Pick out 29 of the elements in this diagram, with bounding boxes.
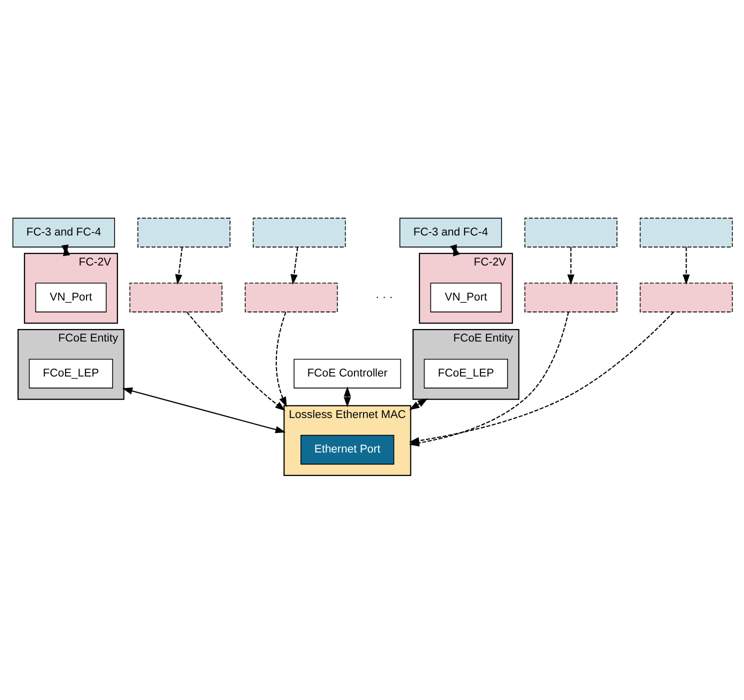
node-box: Ethernet Port <box>300 434 394 465</box>
node-box: VN_Port <box>35 282 107 312</box>
arrow <box>409 398 428 410</box>
arrow <box>682 247 690 285</box>
arrow <box>186 312 286 411</box>
node-box: FCoE Controller <box>294 358 402 388</box>
node-box <box>252 218 346 248</box>
arrow <box>567 247 574 285</box>
arrow <box>450 244 460 256</box>
label: · · · <box>376 291 393 304</box>
arrow <box>61 244 70 256</box>
node-box <box>244 282 338 312</box>
node-box <box>137 218 230 248</box>
node-box: FCoE_LEP <box>28 358 114 388</box>
node-box <box>524 218 618 248</box>
arrow <box>408 312 674 444</box>
node-box <box>640 282 733 312</box>
arrow <box>175 247 183 285</box>
arrow <box>290 247 298 285</box>
node-box <box>524 282 618 312</box>
node-box: VN_Port <box>430 282 502 312</box>
node-box: FC-3 and FC-4 <box>12 218 116 248</box>
node-box <box>129 282 222 312</box>
node-box <box>640 218 733 248</box>
arrow <box>122 387 286 434</box>
node-box: FC-3 and FC-4 <box>399 218 502 248</box>
arrow <box>344 386 351 408</box>
node-box: FCoE_LEP <box>424 358 508 388</box>
arrow <box>276 312 287 408</box>
